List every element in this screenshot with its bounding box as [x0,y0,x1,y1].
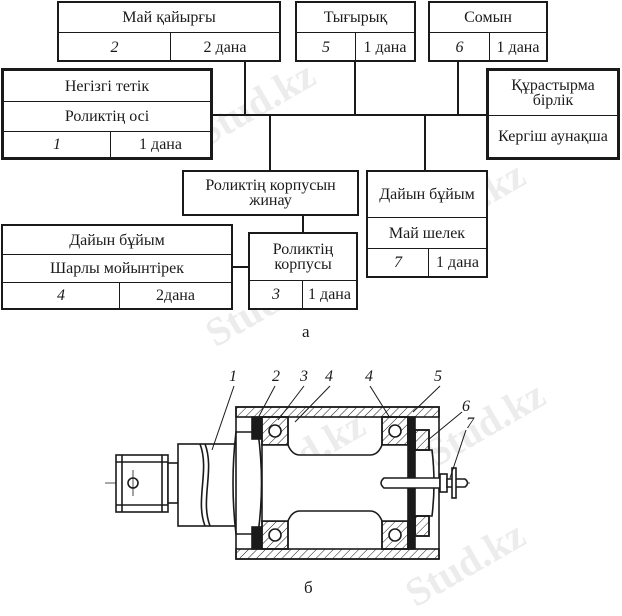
bearing-number: 4 [57,287,65,304]
bearing-title: Дайын бұйым [69,231,165,249]
oil-seal-left-bottom [251,526,262,550]
bearing-quantity: 2дана [119,283,231,308]
grease-fitting-box: Дайын бұйым Май шелек 7 1 дана [366,170,488,278]
housing-number: 3 [272,286,280,303]
shaft [177,431,263,535]
bearing-name: Шарлы мойынтірек [3,254,231,282]
grease-fitting-title: Дайын бұйым [379,186,475,203]
part-quantity: 1 дана [489,33,546,62]
callout-4b: 4 [365,368,373,385]
callout-5: 5 [434,368,442,385]
part-name: Тығырық [323,9,388,26]
part-number: 6 [455,39,464,56]
callout-6: 6 [462,398,470,415]
inner-shaft [261,444,409,522]
roller-section-drawing [105,385,470,560]
housing-quantity: 1 дана [302,281,356,308]
assembly-unit-box: Құрастырма бірлік Кергіш аунақша [486,68,620,160]
callout-1: 1 [229,368,237,385]
part-number: 5 [322,39,330,56]
callout-4: 4 [325,368,333,385]
nut-6 [414,429,430,451]
assembly-unit-name: Кергіш аунақша [489,115,617,157]
housing-box: Роликтің корпусы 3 1 дана [248,232,358,310]
base-part-name: Роликтің осі [4,101,210,131]
housing-assembly-box: Роликтің корпусын жинау [182,170,359,216]
oil-seal-left-top [251,416,262,440]
caption-a: а [302,322,310,341]
grease-fitting-name: Май шелек [368,217,486,248]
base-part-number: 1 [53,136,61,153]
housing-assembly-title: Роликтің корпусын жинау [205,177,336,209]
base-part-quantity: 1 дана [110,132,210,157]
part-name: Май қайырғы [122,9,216,26]
callout-7: 7 [466,415,474,432]
grease-fitting-7 [380,467,469,499]
shaft-hex-end [115,454,179,513]
callout-2: 2 [272,368,280,385]
callout-3: 3 [300,368,308,385]
part-gasket-box: Тығырық 5 1 дана [295,1,416,62]
part-name: Сомын [464,9,512,26]
housing-name: Роликтің корпусы [272,241,334,273]
part-oil-seal-box: Май қайырғы 2 2 дана [57,1,281,62]
bearing-box: Дайын бұйым Шарлы мойынтірек 4 2дана [1,224,233,310]
assembly-unit-title: Құрастырма бірлік [511,77,595,109]
caption-b: б [304,578,313,597]
base-part-title: Негізгі тетік [64,77,150,95]
base-part-box: Негізгі тетік Роликтің осі 1 1 дана [1,68,213,160]
part-nut-box: Сомын 6 1 дана [428,1,548,62]
part-quantity: 1 дана [355,33,414,62]
grease-fitting-number: 7 [394,254,402,271]
part-quantity: 2 дана [170,33,279,62]
callout-leaders [211,385,467,479]
grease-fitting-quantity: 1 дана [428,249,486,276]
part-number: 2 [110,39,119,56]
